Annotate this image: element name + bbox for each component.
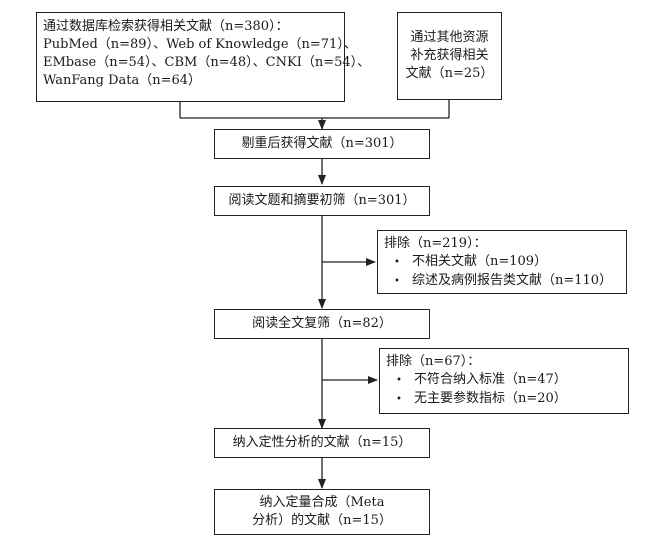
deduplicated-text: 剔重后获得文献（n=301） bbox=[241, 136, 403, 151]
exclusion-2-item: 无主要参数指标（n=20） bbox=[386, 390, 622, 409]
exclusion-1-title: 排除（n=219）： bbox=[384, 236, 487, 251]
database-search-line-1: 通过数据库检索获得相关文献（n=380）： bbox=[43, 19, 289, 34]
box-database-search: 通过数据库检索获得相关文献（n=380）： PubMed（n=89）、Web o… bbox=[36, 12, 371, 102]
database-search-line-4: WanFang Data（n=64） bbox=[43, 73, 202, 88]
box-other-sources: 通过其他资源 补充获得相关 文献（n=25） bbox=[397, 12, 502, 100]
box-title-abstract-screening: 阅读文题和摘要初筛（n=301） bbox=[214, 186, 430, 216]
box-exclusion-1: 排除（n=219）： 不相关文献（n=109） 综述及病例报告类文献（n=110… bbox=[377, 230, 627, 294]
quantitative-line-2: 分析）的文献（n=15） bbox=[252, 513, 392, 528]
box-fulltext-screening: 阅读全文复筛（n=82） bbox=[214, 309, 430, 339]
fulltext-text: 阅读全文复筛（n=82） bbox=[252, 316, 392, 331]
box-exclusion-2: 排除（n=67）： 不符合纳入标准（n=47） 无主要参数指标（n=20） bbox=[379, 348, 629, 414]
box-qualitative-analysis: 纳入定性分析的文献（n=15） bbox=[214, 428, 430, 458]
other-sources-line-2: 补充获得相关 bbox=[410, 48, 489, 63]
exclusion-2-title: 排除（n=67）： bbox=[386, 354, 481, 369]
box-deduplicated: 剔重后获得文献（n=301） bbox=[214, 129, 430, 159]
exclusion-2-item: 不符合纳入标准（n=47） bbox=[386, 371, 622, 390]
other-sources-line-3: 文献（n=25） bbox=[405, 66, 494, 81]
quantitative-line-1: 纳入定量合成（Meta bbox=[259, 495, 385, 510]
box-quantitative-synthesis: 纳入定量合成（Meta 分析）的文献（n=15） bbox=[214, 489, 430, 535]
database-search-line-3: EMbase（n=54）、CBM（n=48）、CNKI（n=54）、 bbox=[43, 55, 371, 70]
title-abstract-text: 阅读文题和摘要初筛（n=301） bbox=[228, 193, 416, 208]
exclusion-1-item: 综述及病例报告类文献（n=110） bbox=[384, 272, 620, 291]
qualitative-text: 纳入定性分析的文献（n=15） bbox=[232, 435, 412, 450]
database-search-line-2: PubMed（n=89）、Web of Knowledge（n=71）、 bbox=[43, 37, 357, 52]
other-sources-line-1: 通过其他资源 bbox=[410, 30, 489, 45]
exclusion-1-item: 不相关文献（n=109） bbox=[384, 253, 620, 272]
